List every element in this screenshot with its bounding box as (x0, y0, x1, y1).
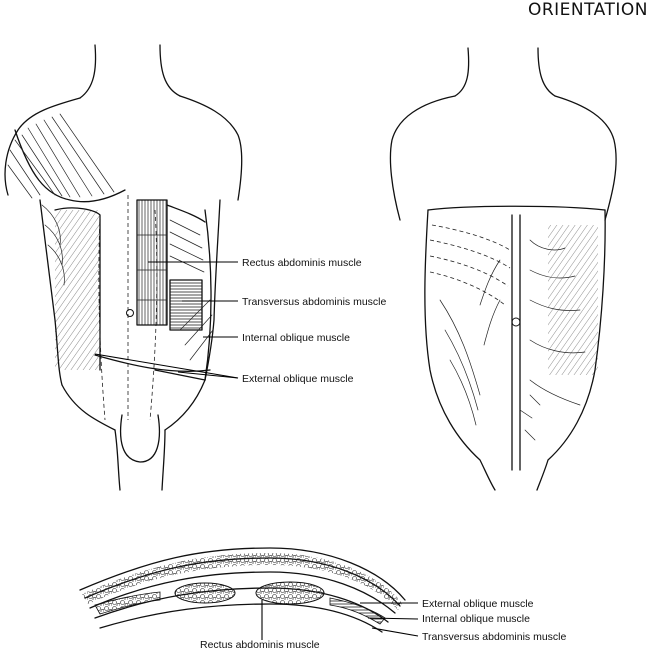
surface-torso-figure (389, 47, 617, 491)
front-torso-figure (4, 44, 243, 491)
external-oblique-leader-line-1 (94, 353, 239, 379)
front-labels: Rectus abdominis muscle Transversus abdo… (94, 257, 386, 385)
cs-internal-leader-line (367, 617, 419, 620)
page-heading: ORIENTATION (527, 0, 648, 20)
label-internal-oblique: Internal oblique muscle (242, 332, 350, 344)
cs-label-rectus-abdominis: Rectus abdominis muscle (200, 639, 320, 651)
cs-label-transversus-abdominis: Transversus abdominis muscle (422, 631, 566, 643)
external-oblique-leader-line-2 (177, 371, 239, 379)
cs-transversus-leader-line (371, 627, 419, 637)
cross-section-figure (79, 547, 406, 633)
cs-label-external-oblique: External oblique muscle (422, 598, 534, 610)
cross-section-labels: External oblique muscle Internal oblique… (200, 598, 566, 651)
label-transversus-abdominis: Transversus abdominis muscle (242, 296, 386, 308)
label-rectus-abdominis: Rectus abdominis muscle (242, 257, 362, 269)
cs-label-internal-oblique: Internal oblique muscle (422, 613, 530, 625)
label-external-oblique: External oblique muscle (242, 373, 354, 385)
